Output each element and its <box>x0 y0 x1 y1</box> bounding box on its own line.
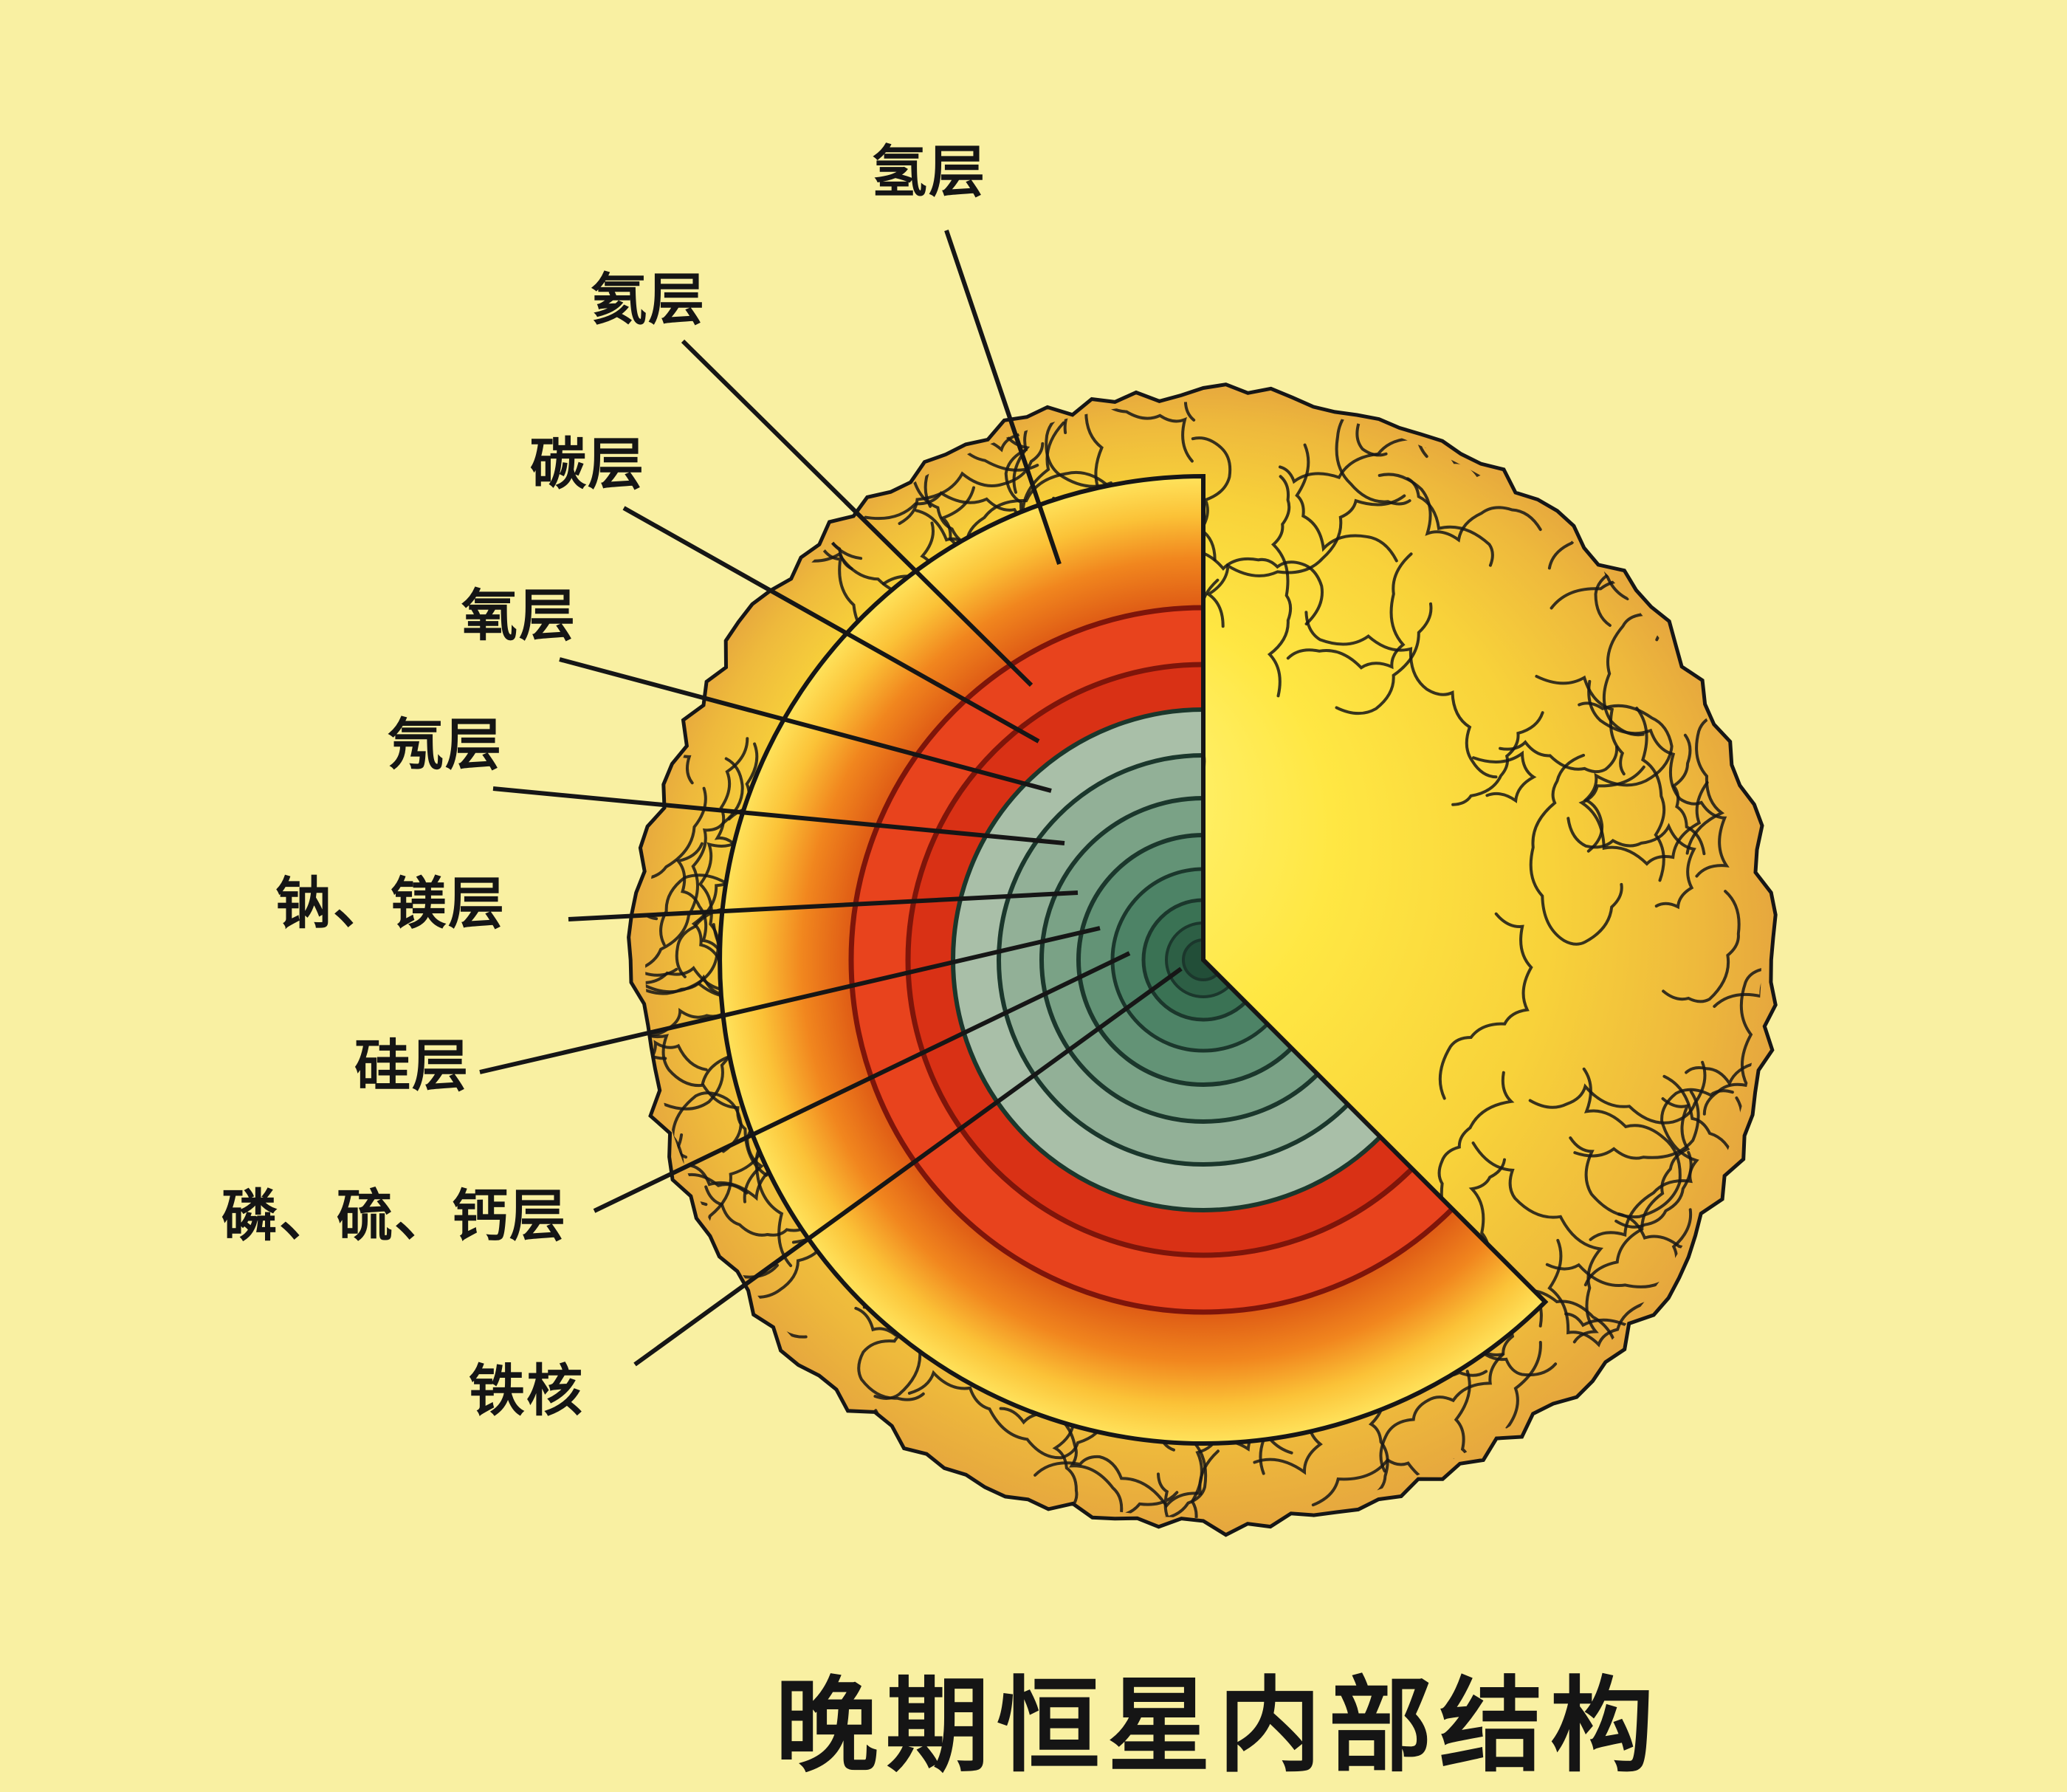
diagram-title: 晚期恒星内部结构 <box>774 1668 1662 1784</box>
surface-scribble <box>1378 473 1542 543</box>
leader-line-phosphorus-sulfur-calcium <box>593 951 1131 1213</box>
surface-scribble <box>1267 475 1293 698</box>
label-helium: 氦层 <box>591 269 706 332</box>
surface-scribble <box>1671 733 1706 856</box>
surface-scribble <box>1583 1097 1691 1287</box>
leader-line-oxygen <box>559 657 1052 793</box>
surface-scribble <box>1535 675 1626 776</box>
leader-line-silicon <box>479 926 1101 1074</box>
surface-scribble <box>1206 494 1406 628</box>
label-hydrogen: 氢层 <box>871 141 986 204</box>
surface-scribble <box>1587 679 1730 878</box>
surface-scribble <box>1499 740 1619 774</box>
surface-scribble <box>645 757 744 973</box>
surface-scribble <box>1286 552 1413 670</box>
leader-line-sodium-magnesium <box>568 890 1079 921</box>
surface-scribble <box>645 730 694 849</box>
leader-line-helium <box>681 339 1034 687</box>
surface-scribble <box>999 1407 1124 1516</box>
surface-scribble <box>1545 1208 1693 1288</box>
surface-scribble <box>1471 1142 1603 1344</box>
surface-scribble <box>1702 957 1761 1116</box>
surface-scribble <box>898 442 1045 525</box>
surface-scribble <box>1528 1060 1707 1125</box>
surface-scribble <box>675 842 724 958</box>
leader-line-hydrogen <box>944 230 1062 565</box>
surface-scribble <box>1529 753 1623 946</box>
surface-scribble <box>1614 1150 1693 1229</box>
label-silicon: 硅层 <box>354 1035 470 1098</box>
surface-scribble <box>1578 701 1674 853</box>
surface-scribble <box>915 470 1112 548</box>
leader-line-iron-core <box>633 967 1183 1367</box>
surface-scribble <box>1578 765 1709 866</box>
surface-scribble <box>1566 817 1696 910</box>
surface-scribble <box>1472 750 1537 803</box>
surface-scribble <box>1569 1067 1682 1219</box>
leader-lines <box>479 230 1183 1367</box>
surface-scribble <box>1172 1433 1225 1518</box>
surface-scribble <box>1662 890 1741 1003</box>
cutaway-outline <box>718 473 1549 1446</box>
surface-scribble <box>1124 1438 1208 1518</box>
surface-scribble <box>1589 1088 1734 1241</box>
surface-scribble <box>645 966 731 1048</box>
leader-line-carbon <box>622 506 1040 744</box>
label-neon: 氖层 <box>388 714 503 777</box>
label-phosphorus-sulfur-calcium: 磷、硫、钙层 <box>221 1185 567 1248</box>
surface-scribble <box>1304 611 1498 779</box>
surface-scribble <box>1379 1292 1528 1473</box>
surface-scribble <box>1295 443 1398 563</box>
label-sodium-magnesium: 钠、镁层 <box>275 873 506 936</box>
label-oxygen: 氧层 <box>461 585 577 648</box>
surface-scribble <box>1004 402 1077 543</box>
surface-scribble <box>1101 1472 1179 1518</box>
surface-scribble <box>1451 711 1544 806</box>
surface-scribble <box>1335 602 1433 715</box>
label-iron-core: 铁核 <box>469 1360 584 1423</box>
surface-scribble <box>1635 707 1666 882</box>
surface-scribble <box>1406 477 1494 567</box>
surface-scribble <box>1573 1090 1700 1160</box>
surface-scribble <box>645 1015 768 1177</box>
surface-scribble <box>645 786 707 881</box>
label-carbon: 碳层 <box>530 433 645 496</box>
surface-scribble <box>1438 912 1533 1100</box>
leader-line-neon <box>492 786 1065 845</box>
